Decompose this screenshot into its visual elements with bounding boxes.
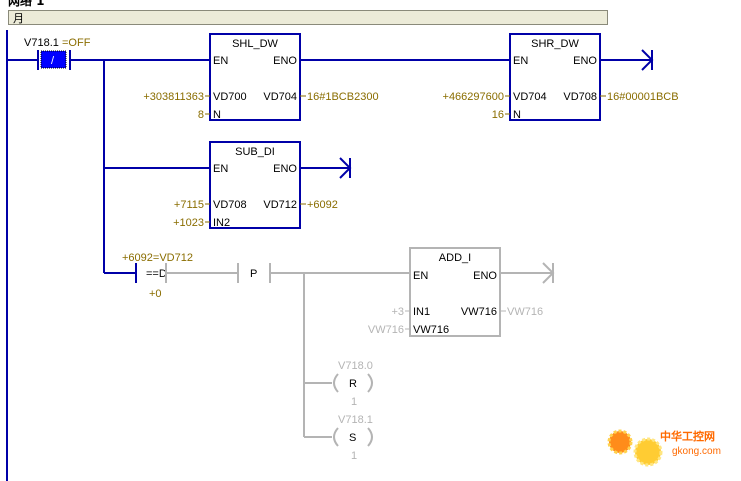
coil-s-op: S bbox=[349, 432, 356, 444]
add-eno-arrow-icon bbox=[542, 262, 555, 284]
sub-out-value: +6092 bbox=[307, 199, 338, 211]
rung-main-wires bbox=[7, 59, 652, 274]
sub-in1-address: VD708 bbox=[213, 199, 247, 211]
shl-in-address: VD700 bbox=[213, 91, 247, 103]
shr-n-value: 16 bbox=[492, 109, 504, 121]
shr-title: SHR_DW bbox=[531, 38, 579, 50]
add-in1-value: +3 bbox=[391, 306, 404, 318]
coil-s-address: V718.1 bbox=[338, 414, 373, 426]
add-out-address: VW716 bbox=[461, 306, 497, 318]
shr-out-value: 16#00001BCB bbox=[607, 91, 679, 103]
gear-icon-small bbox=[633, 437, 663, 467]
shr-out-address: VD708 bbox=[563, 91, 597, 103]
compare-contact[interactable]: +6092=VD712 ==D +0 bbox=[122, 252, 193, 300]
shl-title: SHL_DW bbox=[232, 38, 278, 50]
shl-n-label: N bbox=[213, 109, 221, 121]
contact1-selection bbox=[40, 50, 67, 69]
add-i-block[interactable]: ADD_I EN ENO +3 IN1 VW716 VW716 VW716 VW… bbox=[368, 247, 543, 337]
coil-reset[interactable]: V718.0 R 1 bbox=[333, 360, 373, 408]
contact1-state: =OFF bbox=[62, 37, 91, 49]
p-contact-label: P bbox=[250, 268, 257, 280]
shr-eno-arrow-icon bbox=[641, 49, 654, 71]
contact1-symbol: / bbox=[51, 55, 55, 67]
watermark-logo: 中华工控网 gkong.com bbox=[607, 429, 721, 467]
rung-inactive-wires bbox=[166, 272, 553, 438]
sub-in2-value: +1023 bbox=[173, 217, 204, 229]
add-in1-label: IN1 bbox=[413, 306, 430, 318]
shr-dw-block[interactable]: SHR_DW EN ENO +466297600 VD704 VD708 16#… bbox=[443, 33, 679, 121]
coil-r-op: R bbox=[349, 378, 357, 390]
add-eno: ENO bbox=[473, 270, 497, 282]
compare-top-value: +6092=VD712 bbox=[122, 252, 193, 264]
contact1-address: V718.1 bbox=[24, 37, 59, 49]
compare-bottom-value: +0 bbox=[149, 288, 162, 300]
compare-operator: ==D bbox=[146, 268, 167, 280]
sub-out-address: VD712 bbox=[263, 199, 297, 211]
contact-v718-1[interactable]: V718.1 =OFF / bbox=[24, 37, 91, 70]
shr-in-value: +466297600 bbox=[443, 91, 504, 103]
shl-in-value: +303811363 bbox=[143, 91, 204, 103]
network-title: 网络 1 bbox=[8, 0, 45, 8]
sub-title: SUB_DI bbox=[235, 146, 275, 158]
shr-in-address: VD704 bbox=[513, 91, 547, 103]
shl-en: EN bbox=[213, 55, 228, 67]
shl-dw-block[interactable]: SHL_DW EN ENO +303811363 VD700 VD704 16#… bbox=[143, 33, 379, 121]
sub-di-block[interactable]: SUB_DI EN ENO +7115 VD708 VD712 +6092 +1… bbox=[173, 141, 338, 229]
watermark-en: gkong.com bbox=[672, 446, 721, 457]
sub-eno-arrow-icon bbox=[339, 157, 352, 179]
coil-set[interactable]: V718.1 S 1 bbox=[333, 414, 373, 462]
sub-in1-value: +7115 bbox=[174, 199, 204, 211]
shl-out-value: 16#1BCB2300 bbox=[307, 91, 379, 103]
gear-icon bbox=[607, 429, 633, 455]
add-out-value: VW716 bbox=[507, 306, 543, 318]
add-title: ADD_I bbox=[439, 252, 471, 264]
add-in2-value: VW716 bbox=[368, 324, 404, 336]
sub-eno: ENO bbox=[273, 163, 297, 175]
add-en: EN bbox=[413, 270, 428, 282]
coil-r-address: V718.0 bbox=[338, 360, 373, 372]
watermark-cn: 中华工控网 bbox=[660, 429, 715, 443]
coil-s-count: 1 bbox=[351, 450, 357, 462]
network-comment[interactable]: 月 bbox=[8, 10, 608, 25]
shr-n-label: N bbox=[513, 109, 521, 121]
add-in2-address: VW716 bbox=[413, 324, 449, 336]
shl-eno: ENO bbox=[273, 55, 297, 67]
sub-in2-label: IN2 bbox=[213, 217, 230, 229]
shr-eno: ENO bbox=[573, 55, 597, 67]
p-contact[interactable]: P bbox=[237, 263, 271, 283]
shr-en: EN bbox=[513, 55, 528, 67]
shl-n-value: 8 bbox=[198, 109, 204, 121]
coil-r-count: 1 bbox=[351, 396, 357, 408]
shl-out-address: VD704 bbox=[263, 91, 297, 103]
sub-en: EN bbox=[213, 163, 228, 175]
